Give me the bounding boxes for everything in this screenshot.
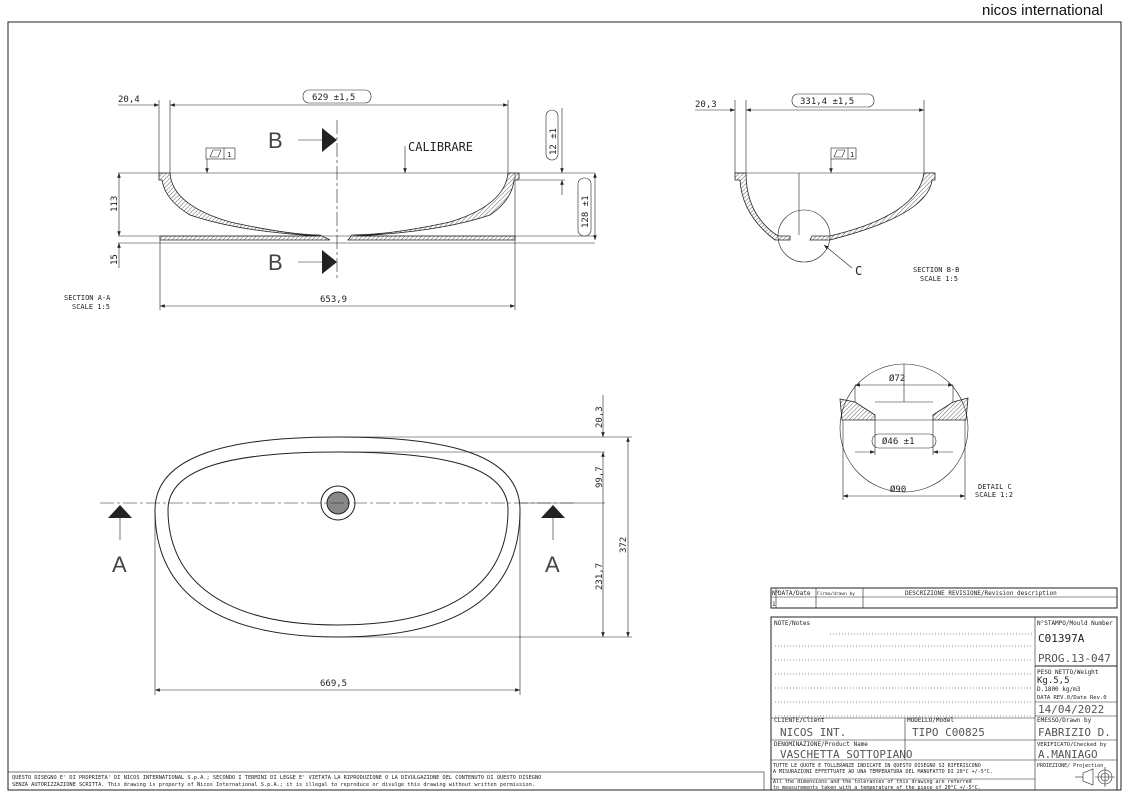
revision-table: N° DATA/Date Firma/drawn by DESCRIZIONE … <box>770 587 1118 609</box>
section-a-scale: SCALE 1:5 <box>72 303 110 311</box>
company-logo: nicos international <box>982 2 1103 19</box>
section-a-a: 20,4 629 ±1,5 653,9 113 15 12 ±1 128 ±1 … <box>64 89 597 311</box>
flatness-value: 1 <box>227 151 231 159</box>
product-label: DENOMINAZIONE/Product Name <box>774 741 868 748</box>
diameter-90: Ø90 <box>890 484 906 495</box>
date-label: DATA REV.0/Date Rev.0 <box>1037 695 1107 701</box>
dim-plan-upper: 99,7 <box>595 466 605 488</box>
copyright-line-2: SENZA AUTORIZZAZIONE SCRITTA. This drawi… <box>12 782 535 788</box>
mould-number: C01397A <box>1038 632 1085 645</box>
rev-header-date: DATA/Date <box>778 590 811 597</box>
title-block: NOTE/Notes N°STAMPO/Mould Number C01397A… <box>770 616 1118 791</box>
checked-value: A.MANIAGO <box>1038 748 1098 761</box>
density-value: D.1800 kg/m3 <box>1037 686 1081 693</box>
model-label: MODELLO/Model <box>907 717 954 724</box>
dim-left-offset: 20,4 <box>118 95 140 105</box>
section-b-scale: SCALE 1:5 <box>920 275 958 283</box>
dim-plan-top: 20,3 <box>595 406 605 428</box>
cut-label-b-top: B <box>268 128 283 153</box>
dim-height: 113 <box>110 196 120 212</box>
detail-c-title: DETAIL C <box>978 483 1012 491</box>
rev-header-description: DESCRIZIONE REVISIONE/Revision descripti… <box>905 590 1057 597</box>
revision-date: 14/04/2022 <box>1038 703 1104 716</box>
detail-c-scale: SCALE 1:2 <box>975 491 1013 499</box>
weight-label: PESO NETTO/Weight <box>1037 669 1099 676</box>
tolerance-note-en-1: All the dimensions and the tolerances of… <box>773 779 972 785</box>
tolerance-note-en-2: to measurements taken with a temperature… <box>773 785 981 791</box>
calibrare-note: CALIBRARE <box>408 140 473 154</box>
section-a-title: SECTION A-A <box>64 294 111 302</box>
notes-label: NOTE/Notes <box>774 620 811 627</box>
dim-base: 15 <box>110 254 120 265</box>
drawn-label: EMESSO/Drawn by <box>1037 717 1092 724</box>
dim-plan-total: 372 <box>619 537 629 553</box>
detail-c: Ø72 Ø46 ±1 Ø90 DETAIL C SCALE 1:2 <box>839 363 1013 500</box>
product-value: VASCHETTA SOTTOPIANO <box>780 748 912 761</box>
cut-label-a-left: A <box>112 552 127 577</box>
weight-value: Kg.5,5 <box>1037 676 1070 686</box>
rev-row-number: 1 <box>772 601 776 608</box>
projection-symbol-icon <box>1075 767 1115 787</box>
section-b-b: 20,3 331,4 ±1,5 1 C SECTION B-B SCALE 1:… <box>695 93 959 283</box>
client-label: CLIENTE/Client <box>774 717 825 724</box>
prog-number: PROG.13-047 <box>1038 652 1111 665</box>
dim-top-width: 629 ±1,5 <box>312 93 355 103</box>
flatness-value-b: 1 <box>850 151 854 159</box>
dim-plan-width: 669,5 <box>320 679 347 689</box>
projection-label: PROIEZIONE/ Projection <box>1037 763 1103 769</box>
section-b-title: SECTION B-B <box>913 266 959 274</box>
dim-bottom-width: 653,9 <box>320 295 347 305</box>
dim-left-offset-b: 20,3 <box>695 100 717 110</box>
cut-label-b-bottom: B <box>268 250 283 275</box>
copyright-line-1: QUESTO DISEGNO E' DI PROPRIETA' DI NICOS… <box>12 775 541 781</box>
model-value: TIPO C00825 <box>912 726 985 739</box>
mould-label: N°STAMPO/Mould Number <box>1037 620 1113 627</box>
copyright-footer: QUESTO DISEGNO E' DI PROPRIETA' DI NICOS… <box>7 771 765 791</box>
rev-header-drawn: Firma/drawn by <box>817 591 855 597</box>
client-value: NICOS INT. <box>780 726 846 739</box>
rev-header-n: N° <box>772 590 779 597</box>
dim-flange: 12 ±1 <box>549 128 559 155</box>
diameter-46: Ø46 ±1 <box>882 436 915 447</box>
diameter-72: Ø72 <box>889 373 905 384</box>
dim-depth: 128 ±1 <box>581 195 591 228</box>
checked-label: VERIFICATO/Checked by <box>1037 742 1107 748</box>
tolerance-note-it-1: TUTTE LE QUOTE E TOLLERANZE INDICATE IN … <box>773 763 981 769</box>
detail-c-callout: C <box>855 264 862 278</box>
dim-top-width-b: 331,4 ±1,5 <box>800 97 854 107</box>
dim-plan-lower: 231,7 <box>595 563 605 590</box>
plan-view: A A 20,3 99,7 231,7 372 669,5 <box>100 395 632 695</box>
drawn-value: FABRIZIO D. <box>1038 726 1111 739</box>
tolerance-note-it-2: A MISURAZIONI EFFETTUATE AD UNA TEMPERAT… <box>773 769 993 775</box>
cut-label-a-right: A <box>545 552 560 577</box>
